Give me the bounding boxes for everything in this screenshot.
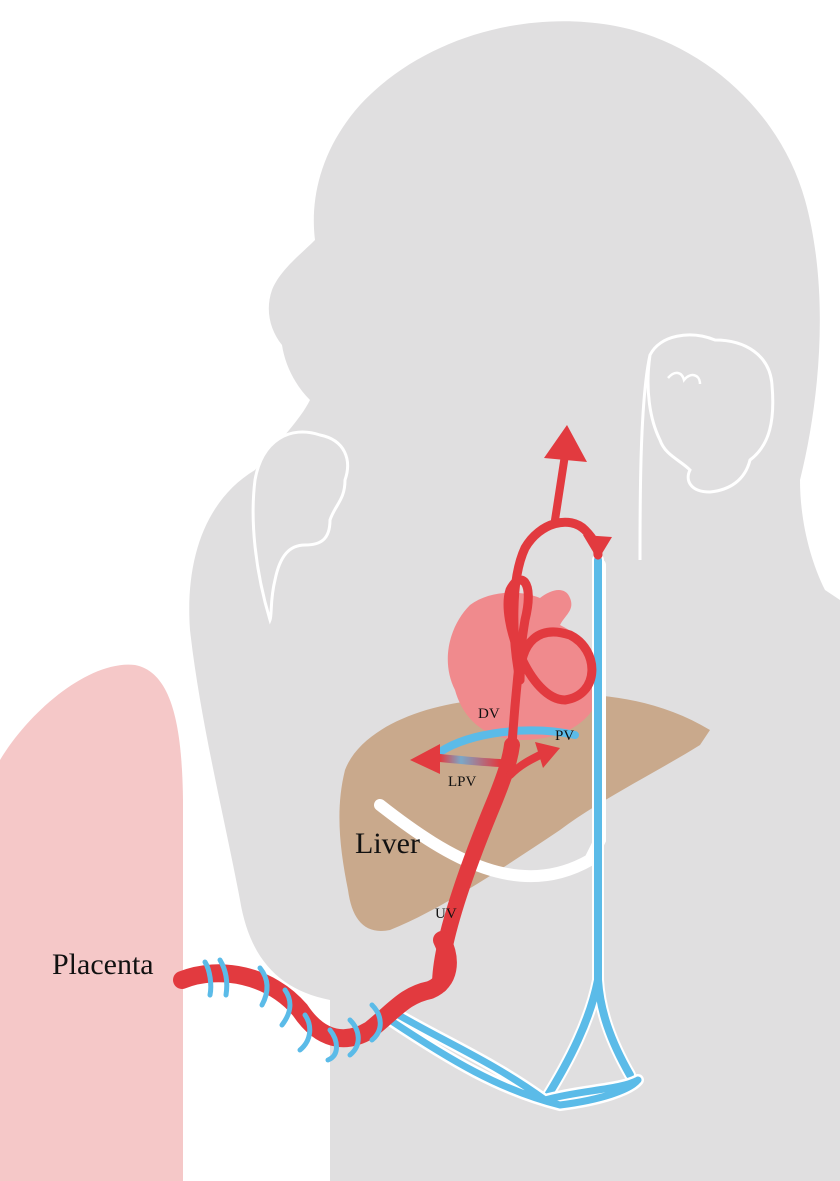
- lpv-label: LPV: [448, 774, 477, 790]
- dv-label: DV: [478, 706, 500, 722]
- placenta-label: Placenta: [52, 948, 154, 981]
- lpv-arrow-shaft: [440, 758, 500, 763]
- pv-label: PV: [555, 728, 574, 744]
- uv-label: UV: [435, 906, 457, 922]
- placenta: [0, 665, 183, 1181]
- liver-label: Liver: [355, 827, 420, 860]
